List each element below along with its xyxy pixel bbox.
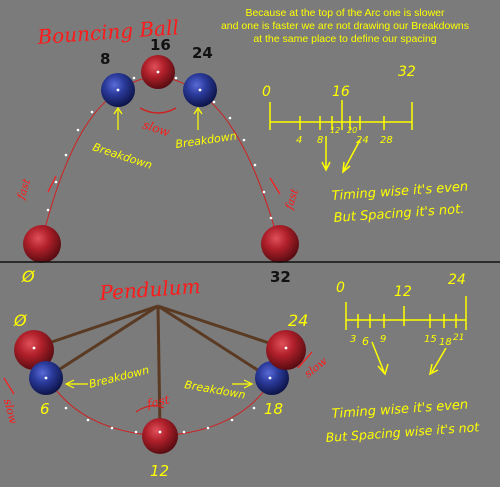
bb-frame-8: 8 [100,50,110,68]
bb-tl-28: 28 [380,135,393,146]
bb-frame-0: Ø [21,267,35,286]
bb-tl-20: 20 [347,126,357,135]
bb-tl-24: 24 [356,135,369,146]
bb-tl-12: 12 [330,126,340,135]
pd-timeline [345,296,467,376]
pd-tl-24: 24 [448,272,466,288]
pd-fast-label: fast [145,393,171,412]
pd-frame-6: 6 [40,400,50,418]
pd-breakdown-right-arrow [232,379,254,389]
pd-tl-9: 9 [380,334,386,345]
ball-frame-32 [261,225,299,263]
pd-frame-24: 24 [288,311,308,330]
pd-tl-21: 21 [453,333,464,343]
pendulum-ball-frame-0 [14,330,54,370]
bb-tl-32: 32 [398,64,416,80]
note-line-2: and one is faster we are not drawing our… [221,20,469,32]
pd-tl-3: 3 [350,334,356,345]
note-line-3: at the same place to define our spacing [253,33,436,45]
bb-frame-16: 16 [150,36,171,54]
pd-tl-15: 15 [424,334,437,345]
pendulum-ball-frame-18 [255,361,289,395]
bb-frame-32: 32 [270,268,291,286]
pd-tl-0: 0 [336,280,345,296]
pd-frame-12: 12 [150,462,169,480]
note-line-1: Because at the top of the Arc one is slo… [245,7,445,19]
bb-frame-24: 24 [192,44,213,62]
pd-breakdown-left-arrow [64,379,88,389]
pendulum-strings [33,304,285,431]
bb-tl-8: 8 [317,135,323,146]
pd-tl-6: 6 [362,335,369,348]
pd-frame-0: Ø [13,311,27,330]
slow-curve-mark [139,107,177,114]
ball-frame-0 [23,225,61,263]
pd-tl-18: 18 [439,337,452,348]
bounce-arc-dots [46,76,273,220]
bb-breakdown-right-arrow [193,106,203,130]
pendulum-ball-frame-12 [142,418,178,454]
pd-slow-left: slow [1,398,20,426]
bb-timeline [269,100,413,174]
bb-tl-4: 4 [296,135,302,146]
pd-frame-18: 18 [264,400,283,418]
bb-breakdown-left-arrow [113,106,123,130]
bb-tl-16: 16 [332,84,350,100]
pendulum-ball-frame-24 [266,330,306,370]
bb-tl-0: 0 [262,84,271,100]
pd-tl-12: 12 [394,284,412,300]
